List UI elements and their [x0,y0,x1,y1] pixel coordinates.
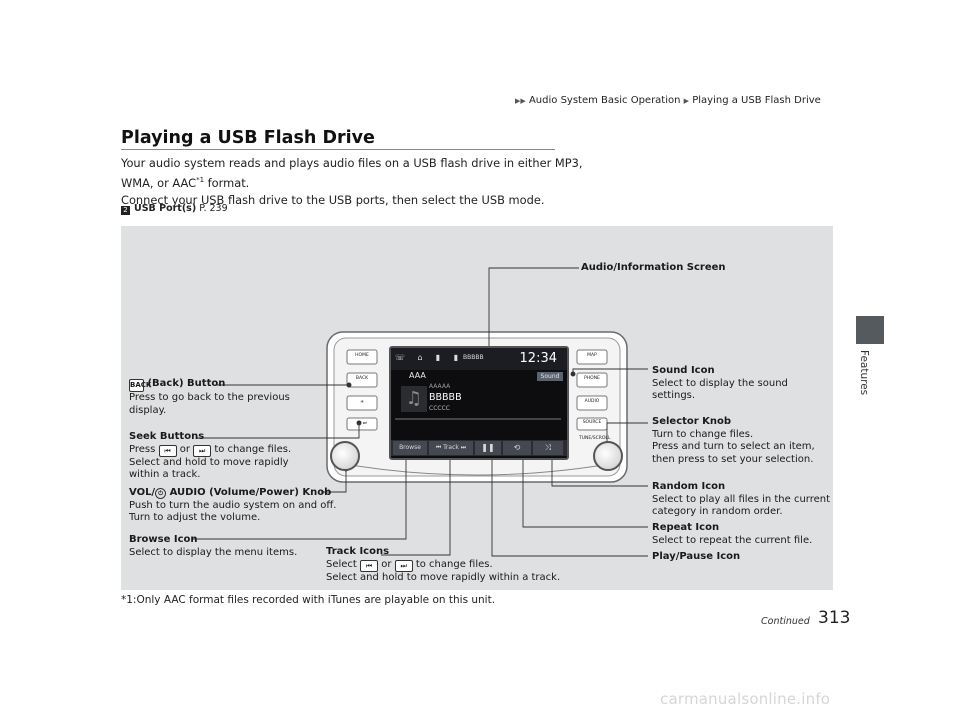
artist-name: CCCCC [429,405,450,412]
callout-selector-knob: Selector Knob Turn to change files. Pres… [652,416,815,465]
album-art-icon: ♫ [401,386,427,412]
tune-scroll-label: TUNE/SCROLL [579,436,611,441]
leader-audio-screen [488,267,579,350]
watermark: carmanualsonline.info [660,690,831,708]
browse-icon[interactable]: Browse [393,441,427,455]
screen-clock: 12:34 [519,351,557,366]
callout-random-icon: Random Icon Select to play all files in … [652,481,831,517]
breadcrumb: ▶▶ Audio System Basic Operation ▶ Playin… [515,95,821,106]
breadcrumb-arrow-icon: ▶ [683,97,690,105]
reference-arrow-icon: 2 [121,206,130,215]
progress-bar[interactable] [395,418,561,420]
callout-play-pause-icon: Play/Pause Icon [652,551,741,562]
home-button-label[interactable]: HOME [355,353,369,358]
leader-random-icon [551,450,648,487]
seek-buttons-icon[interactable]: ⏮ ⏭ [357,421,367,426]
breadcrumb-page: Playing a USB Flash Drive [692,95,821,106]
source-label: AAA [409,371,426,380]
play-pause-icon[interactable]: ❚❚ [475,441,501,455]
repeat-icon[interactable]: ⟲ [503,441,531,455]
seek-buttons-outline [346,417,378,431]
callout-track-icons: Track Icons Select ⏮ or ⏭ to change file… [326,546,561,583]
callout-vol-knob: VOL/⏻ AUDIO (Volume/Power) Knob Push to … [129,487,337,523]
footnote-ref: *1 [196,176,205,184]
back-icon: BACK [129,379,151,392]
back-button-label[interactable]: BACK [355,376,369,381]
breadcrumb-section: Audio System Basic Operation [528,95,681,106]
unit-lower-rail [332,461,622,476]
navi-icon[interactable]: ⌂ [417,353,423,362]
track-forward-icon: ⏭ [394,559,413,572]
screen-top-bar: ☏ ⌂ ▮ ▮ BBBBB 12:34 [391,348,567,370]
callout-audio-screen: Audio/Information Screen [581,262,726,273]
callout-repeat-icon: Repeat Icon Select to repeat the current… [652,522,813,546]
random-icon[interactable]: ⤨ [533,441,563,455]
side-tab-marker [856,316,884,344]
brightness-icon[interactable]: ☀ [359,400,365,405]
leader-browse-icon [193,450,407,540]
map-button-outline [576,349,608,365]
leader-play-pause-icon [491,450,648,557]
seek-forward-icon: ⏭ [193,444,212,457]
source-button-label[interactable]: SOURCE [582,420,602,425]
side-tab-label: Features [858,350,870,396]
power-icon: ⏻ [155,488,167,499]
vol-audio-knob[interactable] [330,441,360,471]
audio-information-screen: ☏ ⌂ ▮ ▮ BBBBB 12:34 AAA Sound ♫ AAAAA BB… [389,346,569,460]
intro-line-1: Your audio system reads and plays audio … [121,156,583,170]
home-button-outline [346,349,378,365]
title-rule [121,149,555,150]
xref-label: USB Port(s) [134,203,197,214]
leader-seek-buttons [197,424,360,439]
track-name: BBBBB [429,392,462,403]
usb-icon[interactable]: ▮ [453,353,459,362]
screen-top-text: BBBBB [463,354,484,361]
map-button-label[interactable]: MAP [587,353,597,358]
cross-reference[interactable]: 2 USB Port(s) P. 239 [121,203,228,215]
phone-button-outline [576,372,608,388]
album-name: AAAAA [429,383,451,390]
fm-icon[interactable]: ▮ [435,353,441,362]
track-icons[interactable]: ⏮ Track ⏭ [429,441,473,455]
page-number: 313 [818,608,851,628]
intro-text: Your audio system reads and plays audio … [121,155,641,209]
footnote: *1:Only AAC format files recorded with i… [121,594,496,606]
leader-repeat-icon [522,450,648,528]
breadcrumb-arrow-icon: ▶▶ [515,97,526,105]
audio-button-outline [576,395,608,411]
intro-line-2: WMA, or AAC*1 format. [121,175,250,190]
callout-back-button: BACK (Back) Button Press to go back to t… [129,378,290,416]
audio-button-label[interactable]: AUDIO [584,399,600,404]
leader-track-icons [381,450,451,556]
leader-selector-knob [606,422,648,448]
xref-page: P. 239 [199,203,228,214]
sound-icon[interactable]: Sound [537,372,563,381]
selector-knob[interactable] [593,441,623,471]
phone-button-label[interactable]: PHONE [584,376,600,381]
continued-label: Continued [761,616,810,627]
callout-seek-buttons: Seek Buttons Press ⏮ or ⏭ to change file… [129,431,292,480]
callout-browse-icon: Browse Icon Select to display the menu i… [129,534,298,558]
bright-button-outline [346,395,378,411]
callout-sound-icon: Sound Icon Select to display the sound s… [652,365,788,401]
page-title: Playing a USB Flash Drive [121,128,375,148]
phone-icon[interactable]: ☏ [395,353,406,362]
seek-back-icon: ⏮ [158,444,177,457]
back-button-outline [346,372,378,388]
leader-vol-knob [321,471,347,493]
intro-line-3: Connect your USB flash drive to the USB … [121,192,545,207]
track-back-icon: ⏮ [360,559,379,572]
